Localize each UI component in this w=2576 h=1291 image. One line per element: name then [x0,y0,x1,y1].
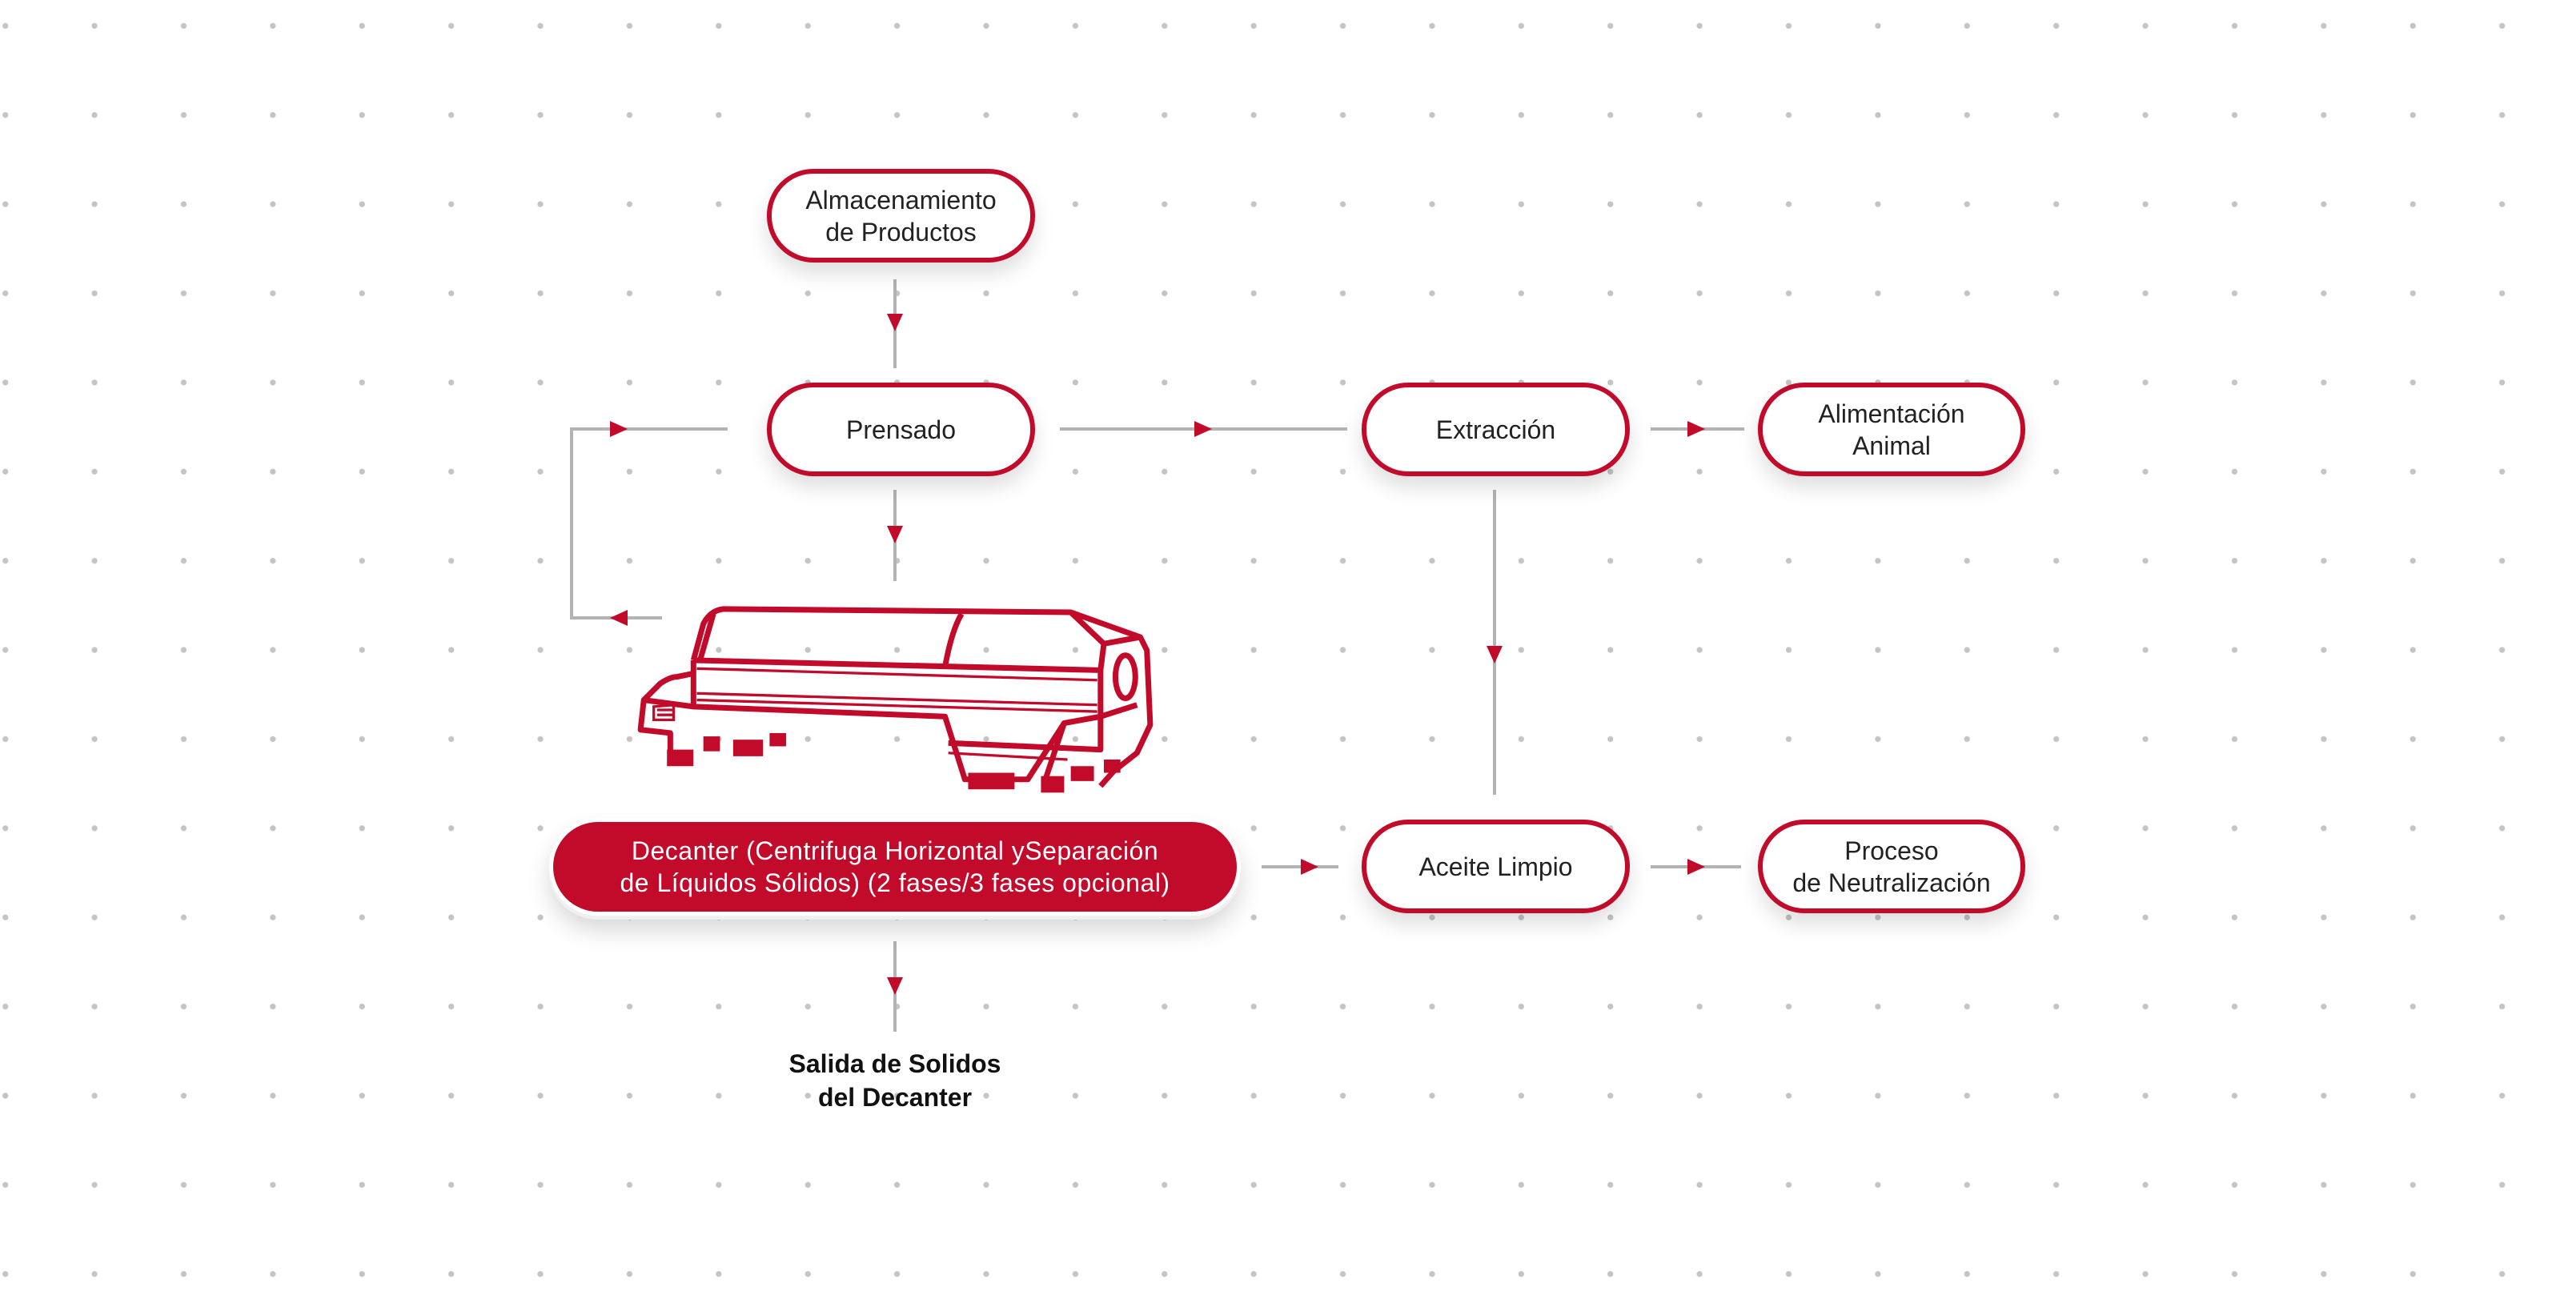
node-label: Aceite Limpio [1418,852,1573,881]
node-label: Almacenamiento de Productos [805,185,997,247]
output-salida-solidos: Salida de Solidos del Decanter [788,1049,1001,1112]
node-decanter: Decanter (Centrifuga Horizontal ySeparac… [549,818,1241,916]
arrow-down-icon [887,314,903,331]
arrow-right-icon [610,421,628,437]
node-label: Prensado [846,415,956,444]
arrow-down-icon [887,526,903,543]
node-label: Decanter (Centrifuga Horizontal ySeparac… [620,836,1170,897]
arrow-left-icon [610,610,628,626]
arrow-right-icon [1687,859,1705,875]
node-proceso-neutralizacion: Proceso de Neutralización [1758,820,2025,913]
connector-loop [570,427,728,619]
node-alimentacion: Alimentación Animal [1758,383,2025,476]
decanter-machine-icon [637,606,1154,793]
node-label: Proceso de Neutralización [1792,836,1991,897]
arrow-right-icon [1194,421,1212,437]
arrow-down-icon [887,977,903,995]
arrow-right-icon [1687,421,1705,437]
node-aceite-limpio: Aceite Limpio [1362,820,1630,913]
node-label: Extracción [1435,415,1556,444]
node-extraccion: Extracción [1362,383,1630,476]
arrow-down-icon [1487,646,1503,664]
node-label: Alimentación Animal [1818,399,1965,460]
node-prensado: Prensado [767,383,1035,476]
node-almacenamiento: Almacenamiento de Productos [767,169,1035,263]
arrow-right-icon [1301,859,1318,875]
